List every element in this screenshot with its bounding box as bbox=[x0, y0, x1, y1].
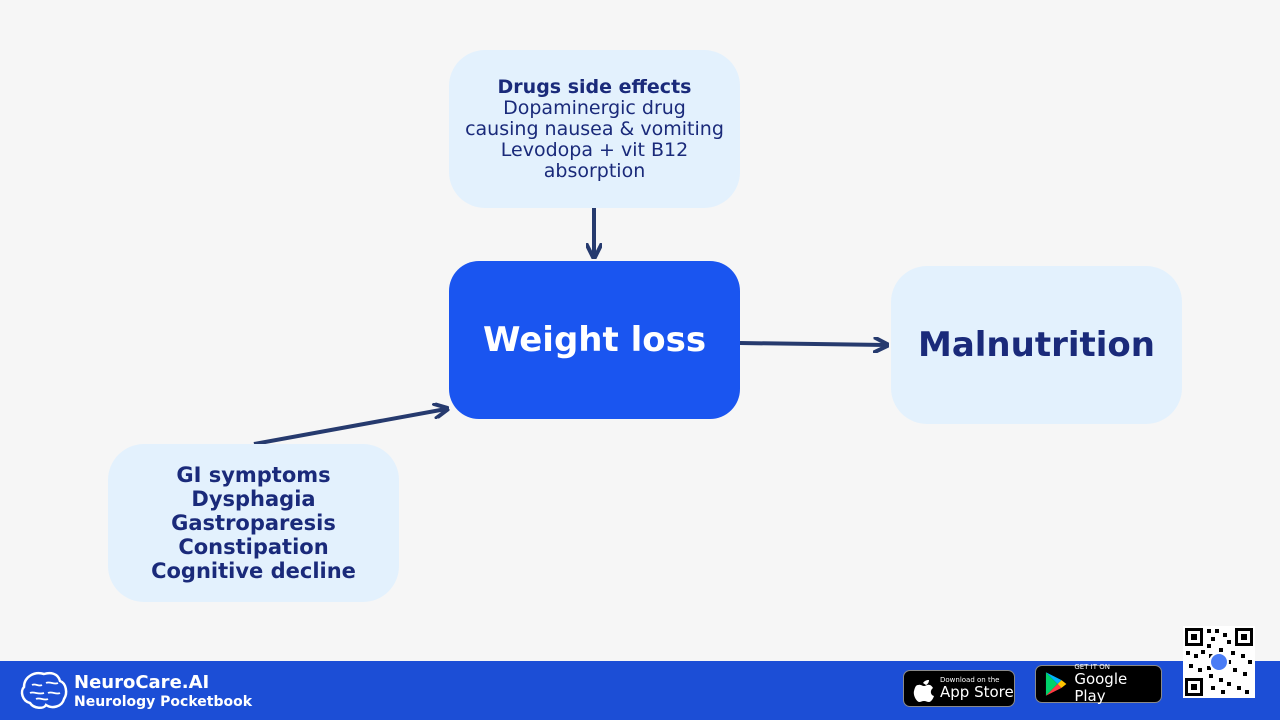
drugs-line: Dopaminergic drug bbox=[503, 96, 686, 119]
drugs-line: Levodopa + vit B12 bbox=[500, 138, 689, 161]
drugs-line: causing nausea & vomiting bbox=[465, 117, 724, 140]
apple-icon bbox=[913, 679, 934, 702]
app-store-small-text: Download on the bbox=[940, 676, 1000, 684]
drugs-line: absorption bbox=[543, 159, 646, 182]
play-icon bbox=[1045, 672, 1067, 696]
arrow-gi-to-weight bbox=[253, 409, 446, 446]
qr-code-icon bbox=[1183, 626, 1255, 698]
app-store-badge[interactable]: Download on the App Store bbox=[903, 670, 1015, 707]
weight-loss-node: Weight loss bbox=[449, 261, 740, 419]
gi-line: Cognitive decline bbox=[151, 559, 356, 583]
arrow-weight-to-malnutrition bbox=[739, 343, 886, 345]
app-store-big-text: App Store bbox=[940, 683, 1014, 701]
brand-subtitle: Neurology Pocketbook bbox=[74, 694, 253, 710]
gi-line: Constipation bbox=[178, 535, 329, 559]
weight-loss-label: Weight loss bbox=[482, 320, 707, 360]
google-play-small-text: GET IT ON bbox=[1074, 663, 1110, 671]
drugs-heading: Drugs side effects bbox=[497, 75, 692, 98]
brain-icon bbox=[20, 671, 68, 709]
brand-name: NeuroCare.AI bbox=[74, 672, 210, 693]
drugs-side-effects-node: Drugs side effects Dopaminergic drug cau… bbox=[449, 50, 740, 208]
gi-line: GI symptoms bbox=[176, 463, 331, 487]
google-play-badge[interactable]: GET IT ON Google Play bbox=[1035, 663, 1162, 705]
gi-symptoms-node: GI symptoms Dysphagia Gastroparesis Cons… bbox=[108, 444, 399, 602]
malnutrition-label: Malnutrition bbox=[918, 325, 1155, 365]
malnutrition-node: Malnutrition bbox=[891, 266, 1182, 424]
google-play-big-text: Google Play bbox=[1074, 670, 1128, 705]
gi-line: Dysphagia bbox=[191, 487, 316, 511]
gi-line: Gastroparesis bbox=[171, 511, 336, 535]
